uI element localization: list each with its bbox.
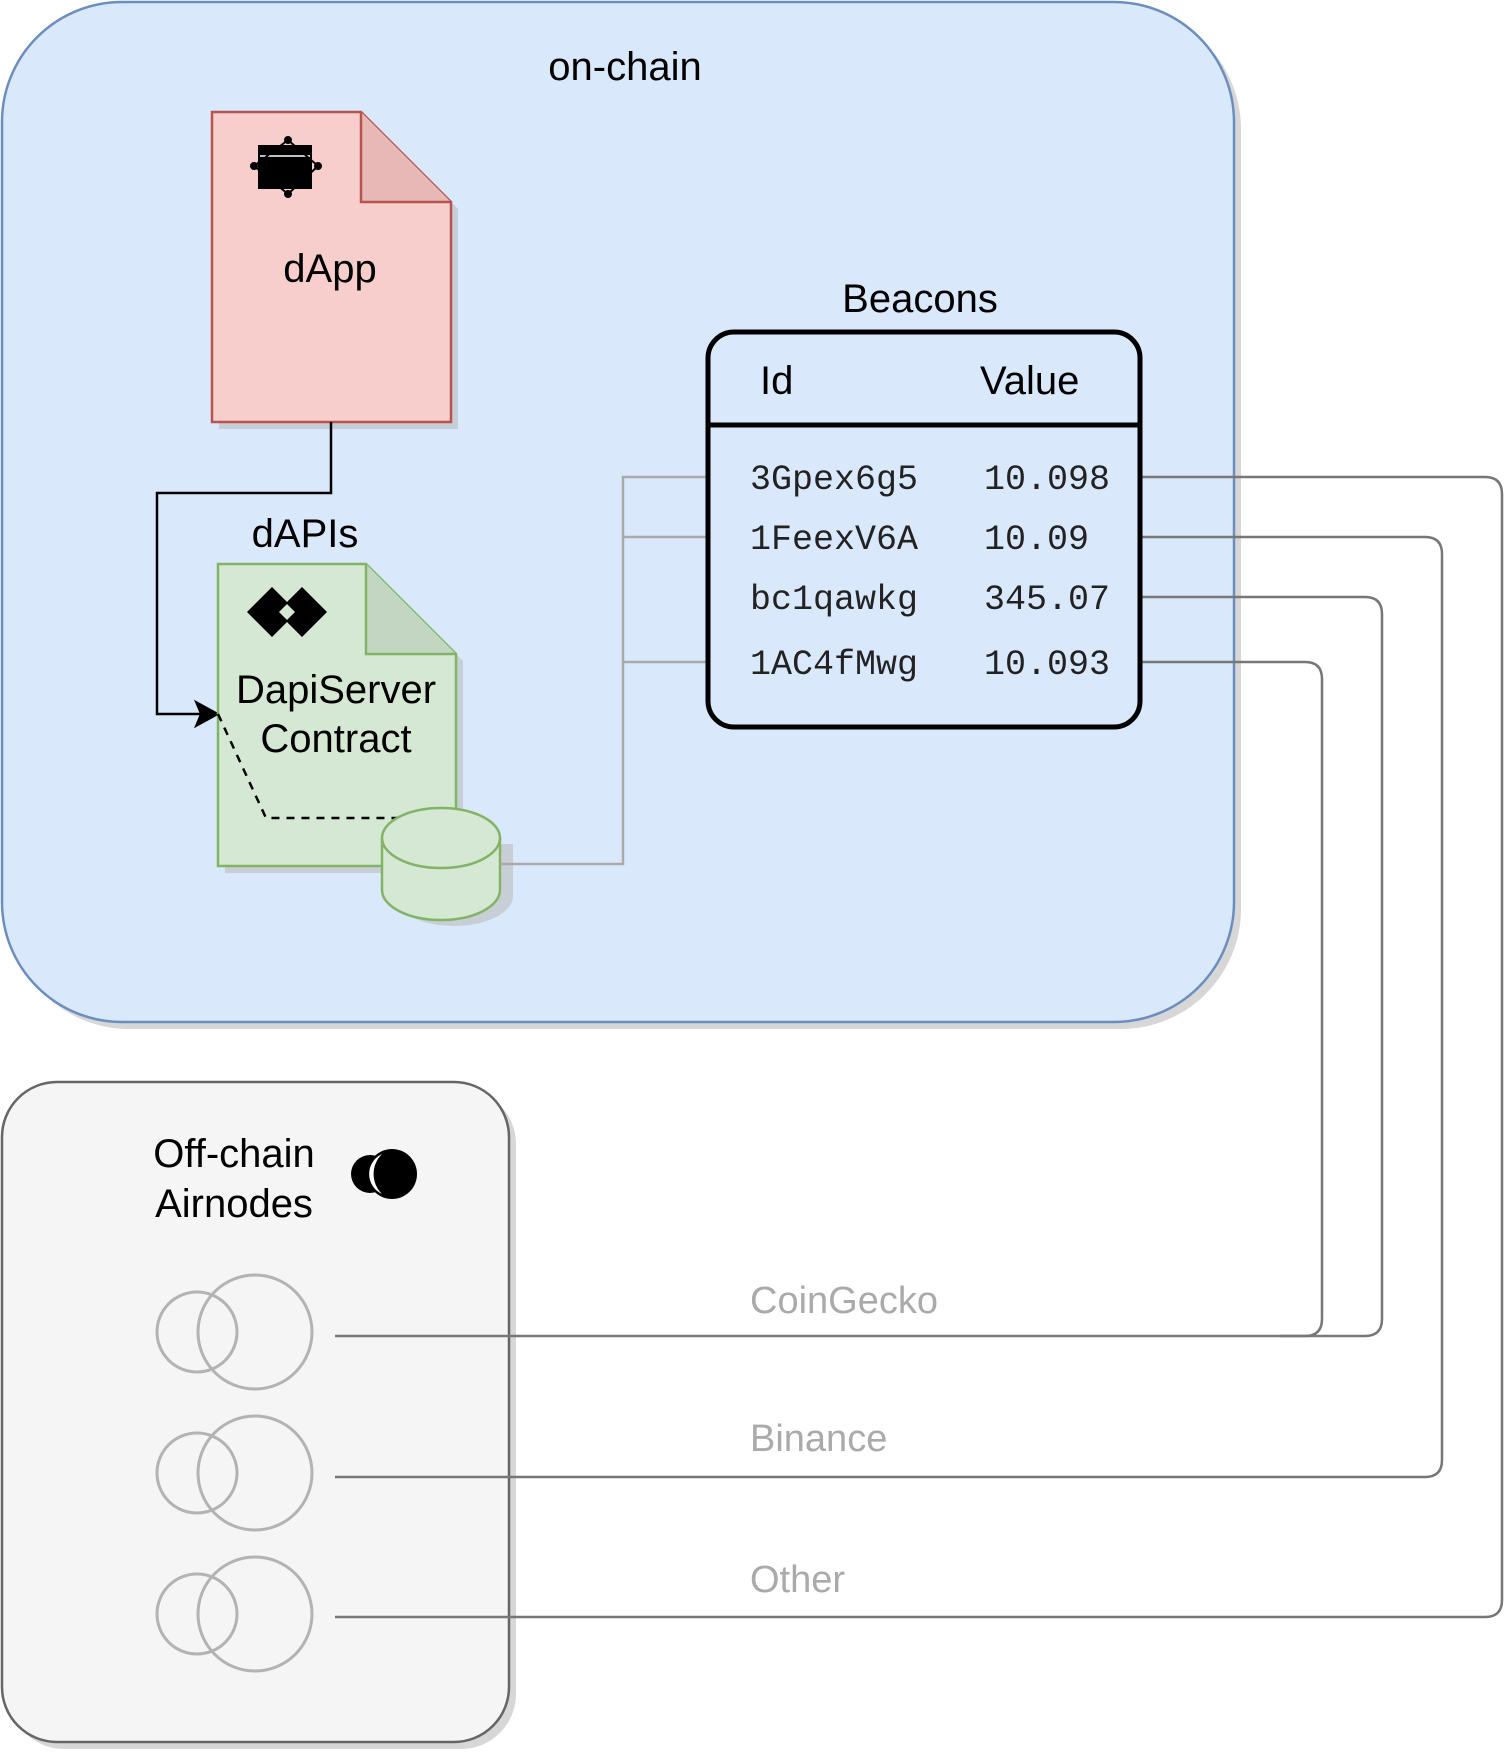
beacon-id: 1AC4fMwg	[750, 645, 918, 685]
airnode-icon-binance	[155, 1414, 314, 1532]
off-chain-label-line1: Off-chain	[153, 1132, 315, 1176]
browser-window-icon	[250, 136, 322, 198]
beacons-header-id: Id	[760, 359, 793, 403]
airnode-connectors	[335, 475, 1504, 1619]
beacon-id: 3Gpex6g5	[750, 460, 918, 500]
source-label-coingecko: CoinGecko	[750, 1280, 938, 1322]
source-label-other: Other	[750, 1559, 845, 1601]
contract-label-line1: DapiServer	[236, 668, 436, 712]
beacons-header-value: Value	[980, 359, 1079, 403]
table-row: 1FeexV6A 10.09	[750, 520, 1089, 560]
dapp-document: dApp	[210, 110, 458, 429]
table-row: 1AC4fMwg 10.093	[750, 645, 1110, 685]
beacons-table: Beacons Id Value 3Gpex6g5 10.098 1FeexV6…	[705, 277, 1143, 730]
connector-row-3-coingecko	[335, 595, 1384, 1338]
dapiserver-contract-document: DapiServer Contract	[216, 562, 463, 873]
contract-label-line2: Contract	[260, 717, 411, 761]
beacon-value: 10.09	[984, 520, 1089, 560]
off-chain-container: Off-chain Airnodes	[0, 1080, 516, 1749]
storage-cylinder-icon	[380, 806, 513, 926]
beacon-id: 1FeexV6A	[750, 520, 918, 560]
connector-row-4-coingecko	[1136, 660, 1324, 1338]
source-label-binance: Binance	[750, 1418, 887, 1460]
api3-logo-icon	[351, 1149, 417, 1199]
connector-row-2-binance	[335, 535, 1444, 1479]
airnode-icon-coingecko	[155, 1273, 314, 1391]
table-row: 3Gpex6g5 10.098	[750, 460, 1110, 500]
beacons-title: Beacons	[842, 277, 998, 321]
dapi-diamond-icon	[247, 587, 327, 637]
airnode-icon-other	[155, 1555, 314, 1673]
dapp-to-contract-arrow	[155, 422, 333, 729]
beacon-id: bc1qawkg	[750, 580, 918, 620]
connector-row-1-other	[335, 475, 1504, 1619]
off-chain-label-line2: Airnodes	[155, 1182, 313, 1226]
table-row: bc1qawkg 345.07	[750, 580, 1110, 620]
dapp-label: dApp	[283, 247, 376, 291]
on-chain-label: on-chain	[548, 45, 701, 89]
beacon-value: 10.098	[984, 460, 1110, 500]
beacon-value: 10.093	[984, 645, 1110, 685]
dapis-label: dAPIs	[252, 512, 359, 556]
beacon-value: 345.07	[984, 580, 1110, 620]
